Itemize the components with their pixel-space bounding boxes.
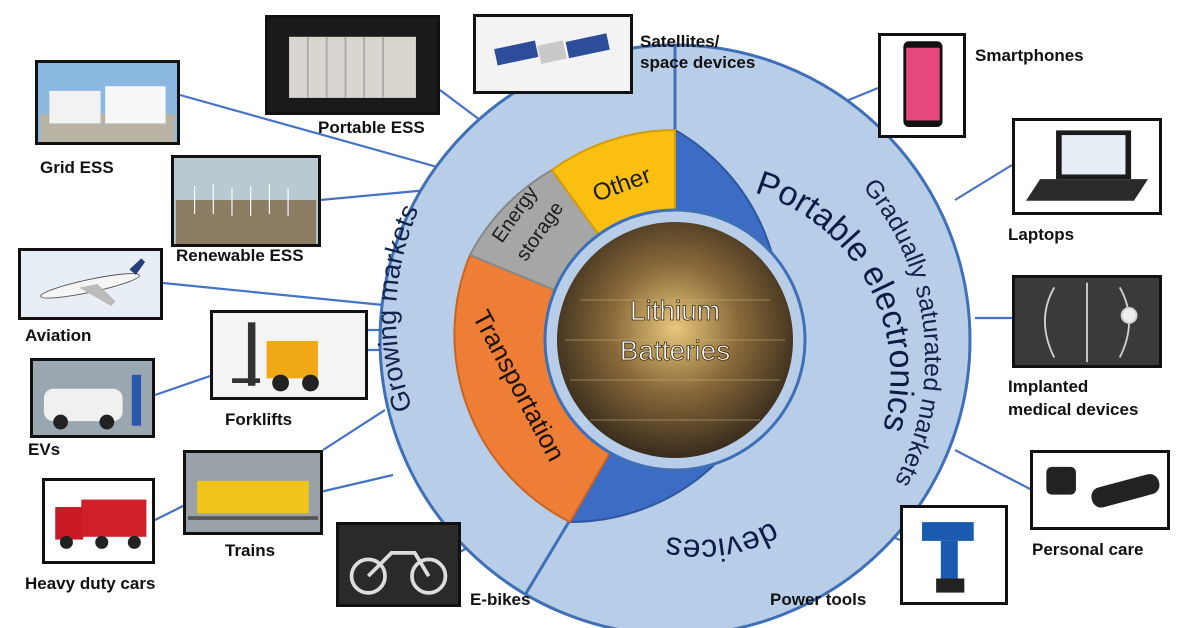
ev-photo — [30, 358, 155, 438]
power-tools-photo — [900, 505, 1008, 605]
label-personal-care: Personal care — [1032, 540, 1144, 559]
trimmer-icon — [1046, 466, 1160, 508]
label-satellites-line2: space devices — [640, 53, 756, 72]
label-renewable-ess: Renewable ESS — [176, 246, 304, 265]
laptop-photo — [1012, 118, 1162, 215]
portable-ess-photo — [265, 15, 440, 115]
smartphone-icon — [903, 41, 943, 127]
label-portable-ess: Portable ESS — [318, 118, 425, 137]
implanted-photo — [1012, 275, 1162, 368]
battery-cells — [565, 299, 785, 421]
label-satellites-line1: Satellites/ — [640, 32, 720, 51]
connector-personal-care — [954, 449, 1033, 491]
connector-laptops — [954, 164, 1013, 201]
airplane-icon — [40, 258, 146, 306]
core-label-line2: Batteries — [620, 335, 731, 366]
label-heavy-duty: Heavy duty cars — [25, 574, 156, 593]
truck-icon — [55, 499, 147, 549]
label-ebikes: E-bikes — [470, 590, 531, 609]
aviation-photo — [18, 248, 163, 320]
connector-renewable-ess — [319, 188, 429, 202]
core-label-line1: Lithium — [630, 295, 720, 326]
label-implanted-line1: Implanted — [1008, 377, 1089, 396]
label-smartphones: Smartphones — [975, 46, 1084, 65]
drill-icon — [922, 522, 974, 593]
grid-container-icon — [40, 86, 175, 142]
label-trains: Trains — [225, 541, 276, 560]
label-power-tools: Power tools — [770, 590, 867, 609]
ebike-photo — [336, 522, 461, 607]
connector-aviation — [162, 281, 384, 307]
connector-trains — [319, 473, 394, 494]
electric-car-icon — [43, 374, 142, 430]
renewable-ess-photo — [171, 155, 321, 247]
connector-evs — [154, 373, 214, 397]
satellite-photo — [473, 14, 633, 94]
ring-divider-bottom — [523, 519, 572, 596]
satellite-icon — [494, 33, 610, 66]
label-evs: EVs — [28, 440, 61, 459]
container-icon — [289, 36, 416, 98]
forklift-photo — [210, 310, 368, 400]
wind-farm-icon — [175, 184, 317, 244]
connector-trains-b — [322, 409, 386, 451]
grid-ess-photo — [35, 60, 180, 145]
personal-care-photo — [1030, 450, 1170, 530]
label-laptops: Laptops — [1008, 225, 1075, 244]
laptop-icon — [1026, 130, 1148, 201]
connector-grid-ess — [179, 93, 449, 172]
label-grid-ess: Grid ESS — [40, 158, 114, 177]
label-implanted-line2: medical devices — [1008, 400, 1139, 419]
label-forklifts: Forklifts — [225, 410, 293, 429]
heavy-duty-photo — [42, 478, 155, 564]
forklift-icon — [232, 322, 319, 392]
xray-icon — [1044, 282, 1138, 363]
connector-heavy — [154, 504, 186, 521]
smartphone-photo — [878, 33, 966, 138]
ebike-icon — [349, 551, 448, 595]
train-icon — [187, 480, 319, 520]
trains-photo — [183, 450, 323, 535]
label-aviation: Aviation — [25, 326, 92, 345]
